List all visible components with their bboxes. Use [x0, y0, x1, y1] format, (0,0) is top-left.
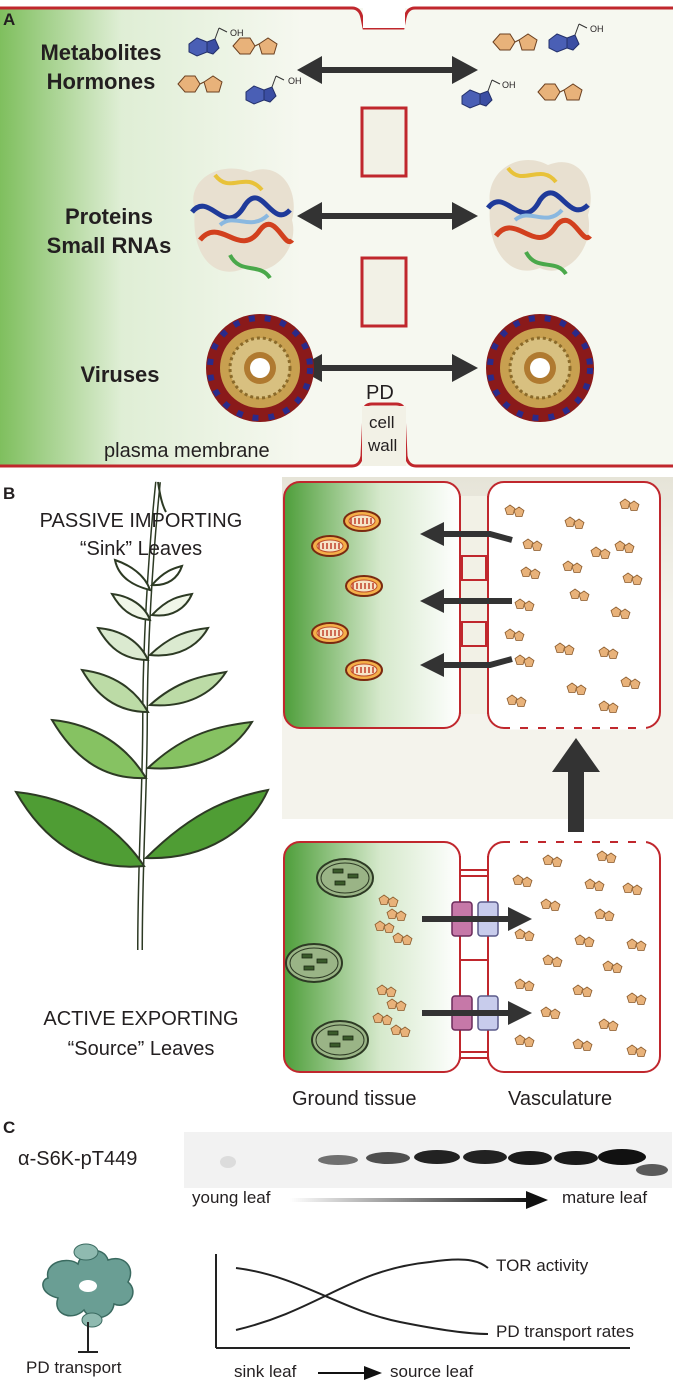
chloroplast-icon — [285, 943, 343, 983]
sink-leaf-label: sink leaf — [234, 1362, 297, 1381]
panel-b — [14, 477, 673, 1073]
source-vasculature-cell — [487, 841, 661, 1073]
bottom-cell-wall — [362, 406, 406, 466]
young-leaf-label: young leaf — [192, 1188, 271, 1207]
mitochondrion-icon — [345, 659, 383, 681]
pd-channel — [461, 555, 487, 581]
plasma-membrane-label: plasma membrane — [104, 440, 270, 462]
oh-label: OH — [288, 76, 302, 86]
sink-to-source-arrow — [318, 1366, 382, 1380]
oh-label: OH — [230, 28, 244, 38]
mitochondrion-icon — [343, 510, 381, 532]
small-rnas-label: Small RNAs — [46, 233, 172, 258]
protein-structure-icon — [485, 159, 592, 276]
antibody-label: α-S6K-pT449 — [18, 1148, 138, 1170]
import-arrow — [420, 653, 513, 677]
double-arrow — [297, 202, 478, 230]
passive-importing-label: PASSIVE IMPORTING — [39, 510, 243, 532]
mature-leaf-label: mature leaf — [562, 1188, 648, 1207]
chloroplast-icon — [311, 1020, 369, 1060]
pd-transport-curve — [235, 1267, 489, 1335]
pd-channel — [461, 621, 487, 647]
top-pd-notch — [363, 8, 405, 28]
export-arrow — [422, 907, 532, 931]
mitochondrion-icon — [311, 535, 349, 557]
panel-a-letter: A — [3, 10, 16, 29]
wall-label: wall — [368, 436, 398, 455]
panel-a — [0, 6, 673, 468]
upward-transport-arrow — [552, 738, 600, 832]
export-arrow — [422, 1001, 532, 1025]
source-leaf-label: source leaf — [390, 1362, 474, 1381]
mitochondrion-icon — [345, 575, 383, 597]
virus-particle-icon — [486, 314, 594, 422]
panel-b-letter: B — [3, 484, 16, 503]
double-arrow — [297, 56, 478, 84]
oh-label: OH — [590, 24, 604, 34]
ground-tissue-label: Ground tissue — [292, 1088, 417, 1110]
blot-bands — [220, 1149, 668, 1176]
tor-activity-curve — [235, 1258, 489, 1331]
cell-label: cell — [369, 413, 395, 432]
pd-transport-rates-label: PD transport rates — [496, 1322, 634, 1341]
panel-c — [42, 1132, 672, 1380]
metabolites-label: Metabolites — [40, 40, 162, 65]
protein-structure-icon — [190, 168, 295, 280]
tor-complex-icon — [42, 1243, 134, 1328]
active-exporting-label: ACTIVE EXPORTING — [43, 1008, 239, 1030]
graph-axes — [215, 1254, 630, 1349]
source-leaves-label: “Source” Leaves — [67, 1038, 215, 1060]
vasculature-label: Vasculature — [508, 1088, 613, 1110]
oh-label: OH — [502, 80, 516, 90]
tor-activity-label: TOR activity — [496, 1256, 589, 1275]
import-arrow — [420, 589, 512, 613]
hormones-label: Hormones — [46, 69, 156, 94]
import-arrow — [420, 522, 513, 546]
sink-leaves-label: “Sink” Leaves — [79, 538, 203, 560]
plant-shoot-icon — [14, 481, 270, 951]
inhibition-line — [78, 1322, 98, 1353]
young-to-mature-arrow — [290, 1191, 548, 1209]
cell-wall-segment — [360, 256, 408, 328]
chloroplast-icon — [316, 858, 374, 898]
virus-particle-icon — [206, 314, 314, 422]
mitochondrion-icon — [311, 622, 349, 644]
proteins-label: Proteins — [64, 204, 154, 229]
pd-transport-label: PD transport — [26, 1358, 122, 1377]
pd-label: PD — [366, 382, 394, 404]
cell-wall-segment — [360, 106, 408, 178]
viruses-label: Viruses — [80, 362, 160, 387]
panel-c-letter: C — [3, 1118, 16, 1137]
